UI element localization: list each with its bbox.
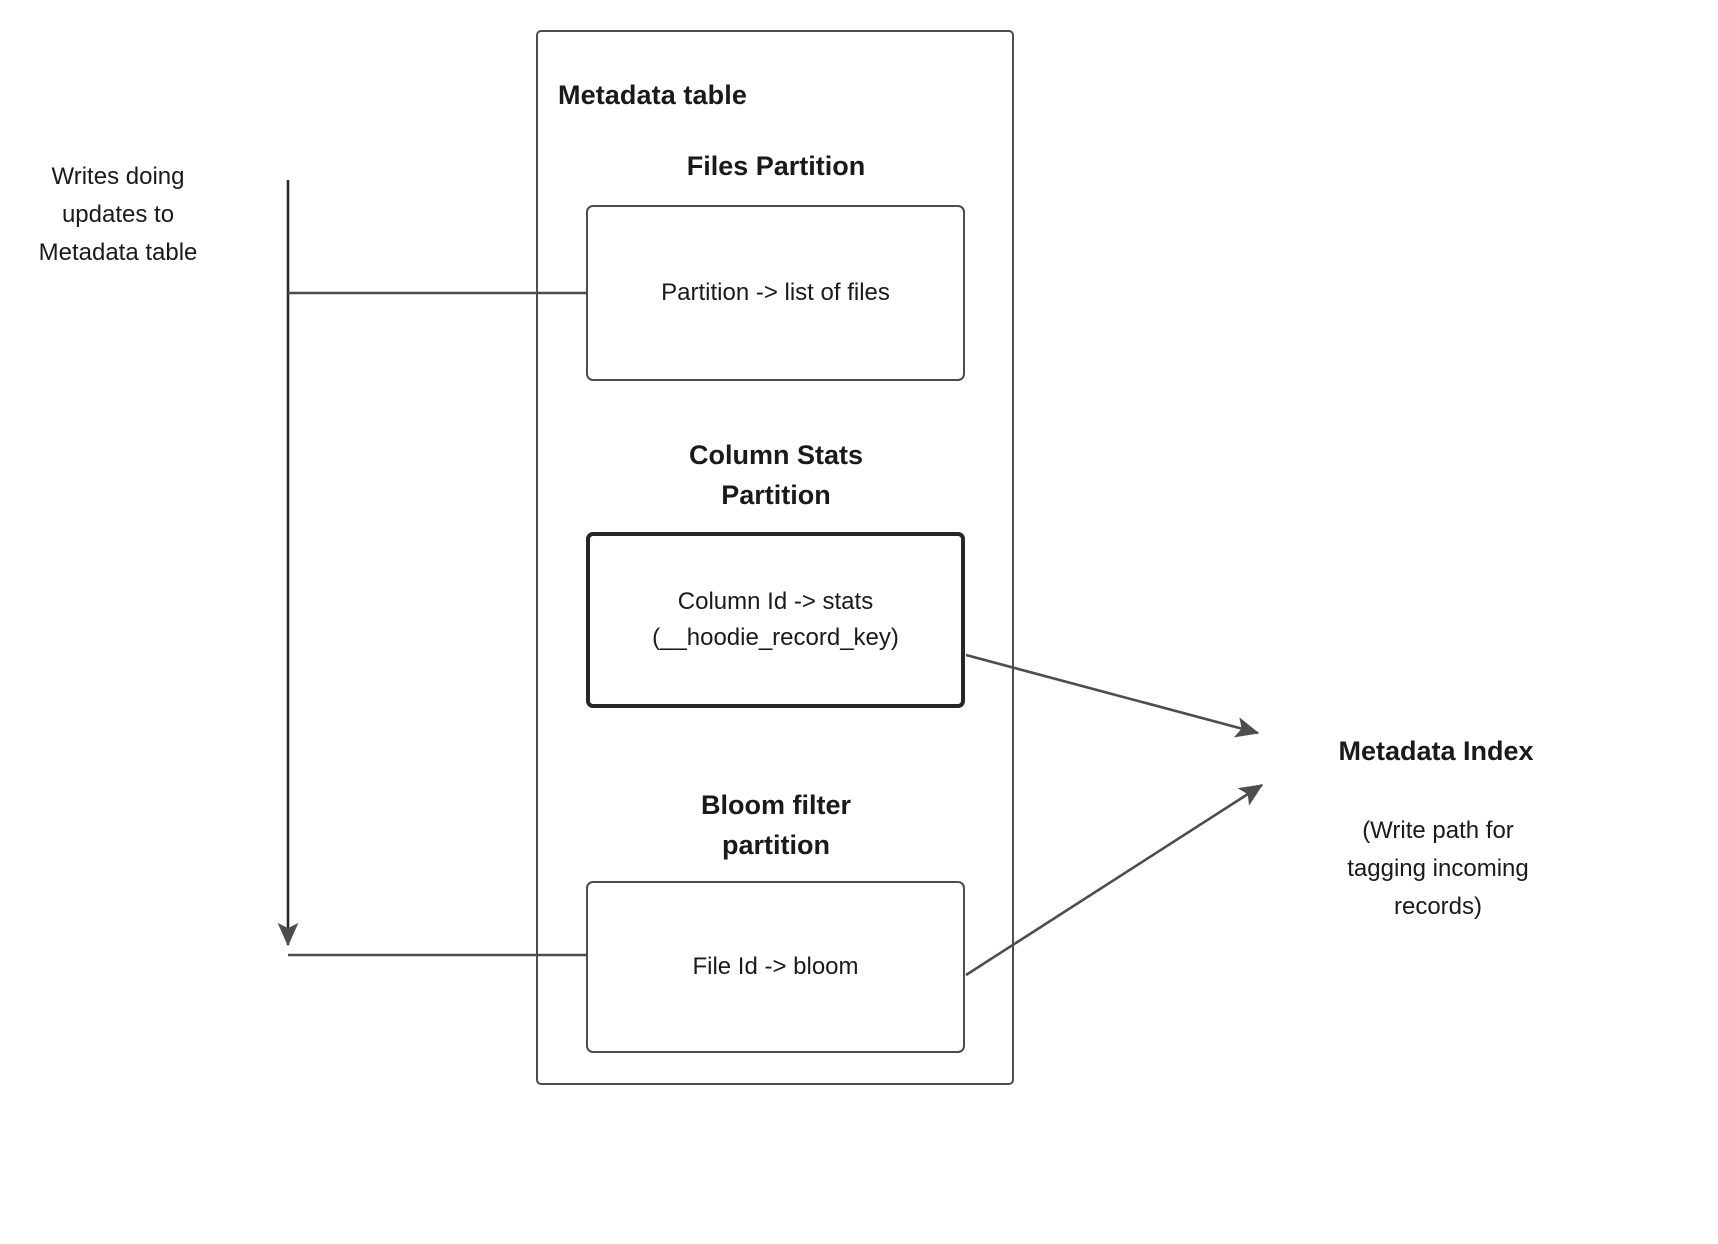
column-stats-partition-box: Column Id -> stats (__hoodie_record_key) [586,532,965,708]
column-stats-partition-heading: Column Stats Partition [688,440,863,510]
bloom-filter-partition-box: File Id -> bloom [586,881,965,1053]
files-partition-box: Partition -> list of files [586,205,965,381]
writes-annotation-label: Writes doing updates to Metadata table [38,163,198,266]
files-partition-heading: Files Partition [686,151,866,181]
metadata-table-title: Metadata table [558,80,747,110]
metadata-index-title: Metadata Index [1338,736,1534,766]
bloom-filter-partition-heading: Bloom filter partition [700,790,851,860]
metadata-table-container [536,30,1014,1085]
metadata-index-note: (Write path for tagging incoming records… [1347,817,1529,920]
